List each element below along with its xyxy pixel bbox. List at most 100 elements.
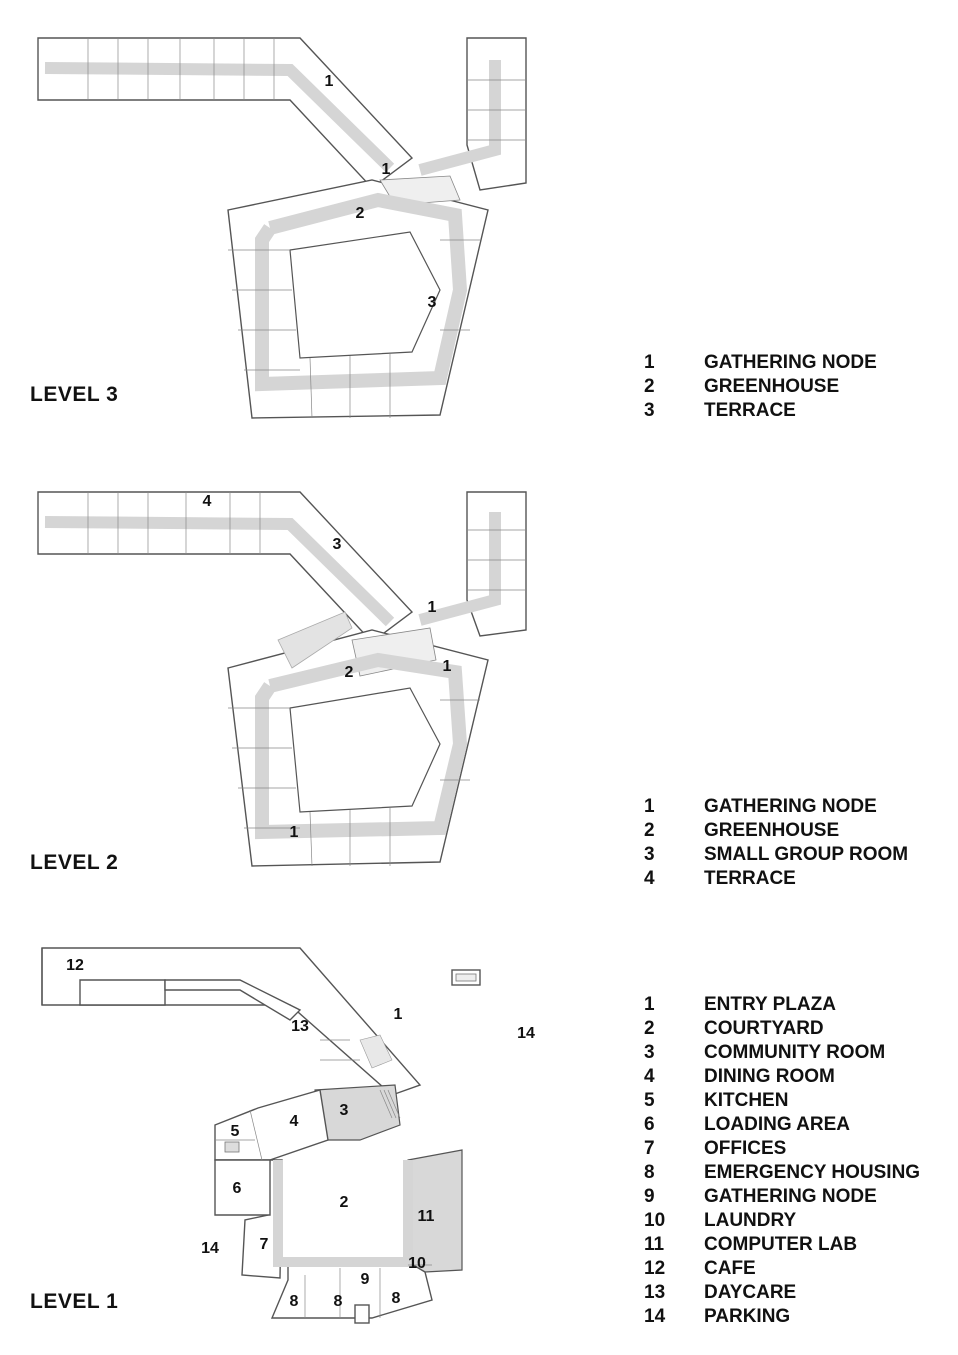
legend-item: 1 GATHERING NODE bbox=[644, 351, 877, 375]
legend-text: TERRACE bbox=[704, 868, 796, 889]
level-1-plan-label: 14 bbox=[517, 1025, 535, 1042]
level-1-title: LEVEL 1 bbox=[30, 1290, 119, 1313]
legend-text: TERRACE bbox=[704, 400, 796, 421]
level-1-plan-label: 6 bbox=[233, 1180, 242, 1197]
legend-text: DINING ROOM bbox=[704, 1066, 835, 1087]
level-1-plan-label: 12 bbox=[66, 957, 84, 974]
legend-item: 11 COMPUTER LAB bbox=[644, 1233, 920, 1257]
level-1-room-partitions bbox=[215, 1039, 432, 1318]
legend-number: 10 bbox=[644, 1210, 666, 1231]
level-3-legend: 1 GATHERING NODE 2 GREENHOUSE 3 TERRACE bbox=[644, 351, 877, 423]
level-1-plan: 12 13 1 14 5 4 3 6 2 11 14 7 10 9 8 8 8 bbox=[41, 947, 535, 1324]
legend-text: LOADING AREA bbox=[704, 1114, 851, 1135]
legend-item: 5 KITCHEN bbox=[644, 1089, 920, 1113]
legend-item: 6 LOADING AREA bbox=[644, 1113, 920, 1137]
level-1-plan-label: 8 bbox=[392, 1290, 401, 1307]
legend-text: LAUNDRY bbox=[704, 1210, 797, 1231]
level-3-plan: 1 1 2 3 bbox=[37, 37, 527, 419]
legend-number: 1 bbox=[644, 796, 655, 817]
level-1-plan-label: 7 bbox=[260, 1236, 269, 1253]
level-2-room-partitions bbox=[87, 492, 526, 867]
legend-text: SMALL GROUP ROOM bbox=[704, 844, 909, 865]
legend-text: GATHERING NODE bbox=[704, 352, 877, 373]
legend-number: 9 bbox=[644, 1186, 655, 1207]
legend-number: 14 bbox=[644, 1306, 666, 1327]
level-2-plan-label: 4 bbox=[203, 493, 212, 510]
level-2-plan-label: 1 bbox=[290, 824, 299, 841]
level-2-plan-label: 3 bbox=[333, 536, 342, 553]
level-1-plan-label: 5 bbox=[231, 1123, 240, 1140]
level-1-plan-label: 8 bbox=[290, 1293, 299, 1310]
level-2-plan-label: 1 bbox=[428, 599, 437, 616]
level-3-plan-label: 3 bbox=[428, 294, 437, 311]
legend-text: GATHERING NODE bbox=[704, 796, 877, 817]
legend-number: 2 bbox=[644, 820, 655, 841]
legend-item: 2 GREENHOUSE bbox=[644, 819, 908, 843]
legend-text: GREENHOUSE bbox=[704, 820, 840, 841]
level-2-legend: 1 GATHERING NODE 2 GREENHOUSE 3 SMALL GROUP… bbox=[644, 795, 908, 891]
legend-number: 7 bbox=[644, 1138, 655, 1159]
level-1-plan-label: 9 bbox=[361, 1271, 370, 1288]
legend-item: 13 DAYCARE bbox=[644, 1281, 920, 1305]
legend-number: 2 bbox=[644, 1018, 655, 1039]
level-1-plan-label: 3 bbox=[340, 1102, 349, 1119]
legend-text: COMPUTER LAB bbox=[704, 1234, 858, 1255]
legend-number: 1 bbox=[644, 994, 655, 1015]
legend-item: 12 CAFE bbox=[644, 1257, 920, 1281]
legend-number: 3 bbox=[644, 844, 655, 865]
level-3-plan-label: 1 bbox=[325, 73, 334, 90]
legend-number: 6 bbox=[644, 1114, 655, 1135]
legend-item: 9 GATHERING NODE bbox=[644, 1185, 920, 1209]
legend-number: 12 bbox=[644, 1258, 666, 1279]
legend-number: 3 bbox=[644, 400, 655, 421]
level-2-plan-label: 2 bbox=[345, 664, 354, 681]
legend-item: 3 TERRACE bbox=[644, 399, 877, 423]
legend-text: EMERGENCY HOUSING bbox=[704, 1162, 921, 1183]
level-1-plan-label: 4 bbox=[290, 1113, 299, 1130]
legend-text: CAFE bbox=[704, 1258, 756, 1279]
legend-item: 8 EMERGENCY HOUSING bbox=[644, 1161, 920, 1185]
legend-number: 2 bbox=[644, 376, 655, 397]
legend-text: KITCHEN bbox=[704, 1090, 789, 1111]
level-1-plan-label: 10 bbox=[408, 1255, 426, 1272]
legend-item: 7 OFFICES bbox=[644, 1137, 920, 1161]
level-1-plan-label: 2 bbox=[340, 1194, 349, 1211]
level-1-plan-label: 8 bbox=[334, 1293, 343, 1310]
legend-item: 2 COURTYARD bbox=[644, 1017, 920, 1041]
level-1-plan-label: 1 bbox=[394, 1006, 403, 1023]
level-2-plan: 4 3 1 2 1 1 bbox=[37, 491, 527, 867]
level-3-room-partitions bbox=[87, 38, 526, 419]
level-1-plan-label: 14 bbox=[201, 1240, 219, 1257]
legend-item: 4 DINING ROOM bbox=[644, 1065, 920, 1089]
level-3-plan-label: 1 bbox=[382, 161, 391, 178]
legend-item: 3 SMALL GROUP ROOM bbox=[644, 843, 908, 867]
legend-text: DAYCARE bbox=[704, 1282, 797, 1303]
legend-text: GATHERING NODE bbox=[704, 1186, 877, 1207]
legend-item: 4 TERRACE bbox=[644, 867, 908, 891]
legend-number: 5 bbox=[644, 1090, 655, 1111]
legend-text: GREENHOUSE bbox=[704, 376, 840, 397]
legend-number: 4 bbox=[644, 1066, 655, 1087]
legend-item: 1 GATHERING NODE bbox=[644, 795, 908, 819]
legend-text: COMMUNITY ROOM bbox=[704, 1042, 886, 1063]
legend-number: 13 bbox=[644, 1282, 666, 1303]
legend-number: 1 bbox=[644, 352, 655, 373]
legend-item: 10 LAUNDRY bbox=[644, 1209, 920, 1233]
level-2-title: LEVEL 2 bbox=[30, 851, 119, 874]
legend-text: PARKING bbox=[704, 1306, 791, 1327]
legend-number: 4 bbox=[644, 868, 655, 889]
legend-item: 2 GREENHOUSE bbox=[644, 375, 877, 399]
level-3-title: LEVEL 3 bbox=[30, 383, 119, 406]
legend-text: OFFICES bbox=[704, 1138, 787, 1159]
legend-item: 1 ENTRY PLAZA bbox=[644, 993, 920, 1017]
legend-item: 14 PARKING bbox=[644, 1305, 920, 1329]
level-2-plan-label: 1 bbox=[443, 658, 452, 675]
legend-text: ENTRY PLAZA bbox=[704, 994, 836, 1015]
legend-number: 11 bbox=[644, 1234, 665, 1255]
legend-text: COURTYARD bbox=[704, 1018, 824, 1039]
legend-number: 8 bbox=[644, 1162, 655, 1183]
level-1-plan-label: 11 bbox=[418, 1208, 435, 1225]
